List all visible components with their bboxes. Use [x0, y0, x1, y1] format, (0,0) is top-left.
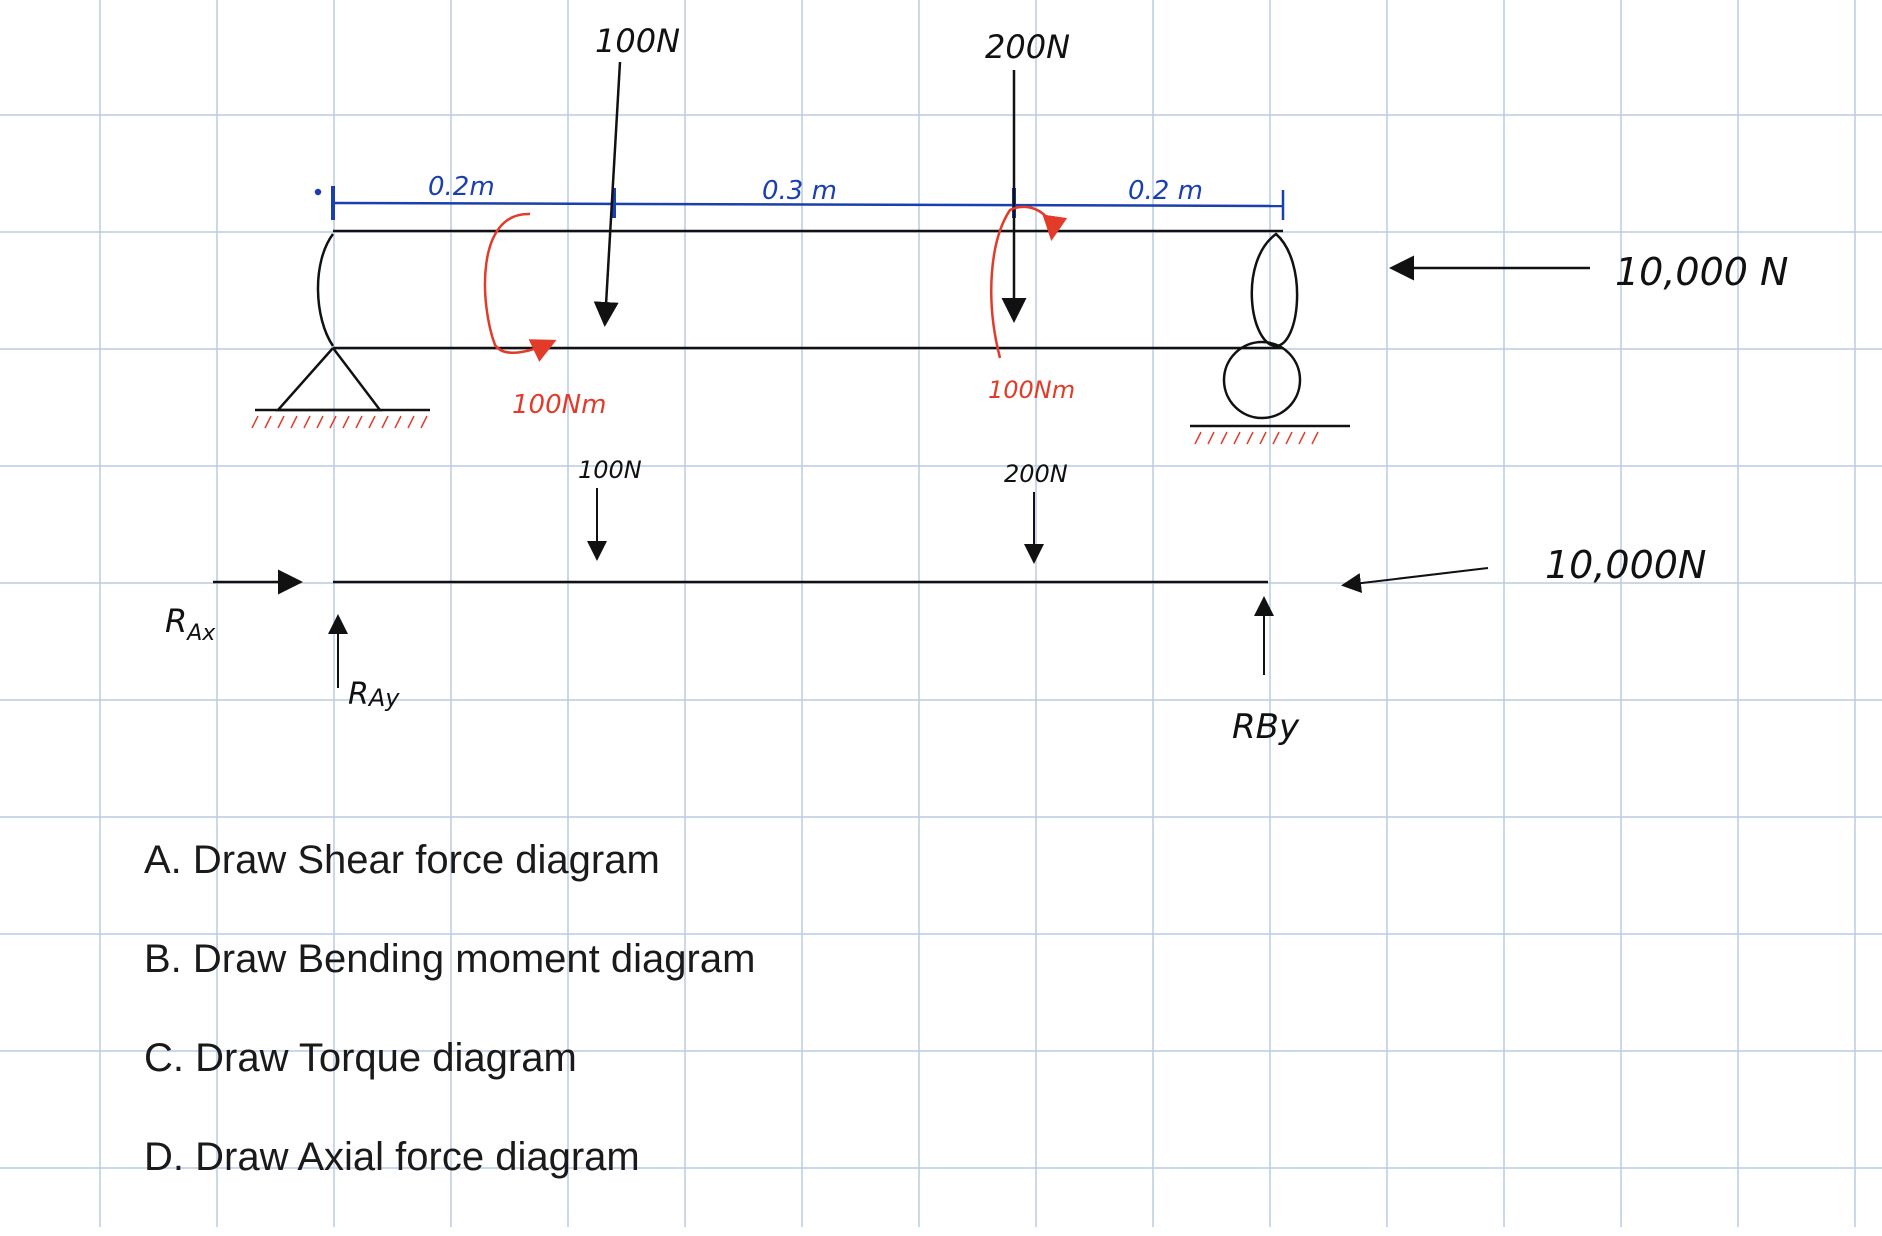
fbd-load-label-1: 100N: [578, 456, 642, 484]
question-a: A. Draw Shear force diagram: [144, 838, 660, 882]
rby-label: RBy: [1232, 707, 1300, 747]
load-arrow-100n: [593, 61, 622, 327]
beam-right-end: [1250, 232, 1299, 348]
dimension-label-1: 0.2m: [428, 172, 495, 202]
beam-left-end: [316, 233, 335, 347]
axial-load-label: 10,000 N: [1615, 250, 1788, 294]
ray-label: RAy: [348, 677, 400, 712]
question-c: C. Draw Torque diagram: [144, 1036, 577, 1080]
dimension-label-3: 0.2 m: [1128, 176, 1203, 206]
moment-label-2: 100Nm: [988, 376, 1075, 404]
question-b: B. Draw Bending moment diagram: [144, 937, 756, 981]
fbd-axial-label: 10,000N: [1545, 543, 1706, 587]
fbd-load-label-2: 200N: [1004, 460, 1068, 488]
fbd-axial-arrow: [1341, 567, 1489, 594]
load-label-200n: 200N: [985, 28, 1070, 66]
question-list: A. Draw Shear force diagram B. Draw Bend…: [144, 840, 755, 1236]
moment-arrow-2: [990, 205, 1068, 359]
free-body-diagram: 100N 200N RAx RAy RBy 10,000N: [165, 456, 1706, 747]
rax-label: RAx: [165, 602, 216, 646]
question-d: D. Draw Axial force diagram: [144, 1135, 640, 1179]
moment-arrow-1: [483, 212, 557, 362]
load-label-100n: 100N: [595, 22, 680, 60]
moment-label-1: 100Nm: [512, 390, 606, 420]
pin-support: [251, 347, 430, 429]
roller-support: [1190, 340, 1350, 445]
beam-sketch: 0.2m 0.3 m 0.2 m 100N 200N 100Nm 100Nm 1…: [251, 22, 1788, 445]
dimension-label-2: 0.3 m: [762, 176, 837, 206]
